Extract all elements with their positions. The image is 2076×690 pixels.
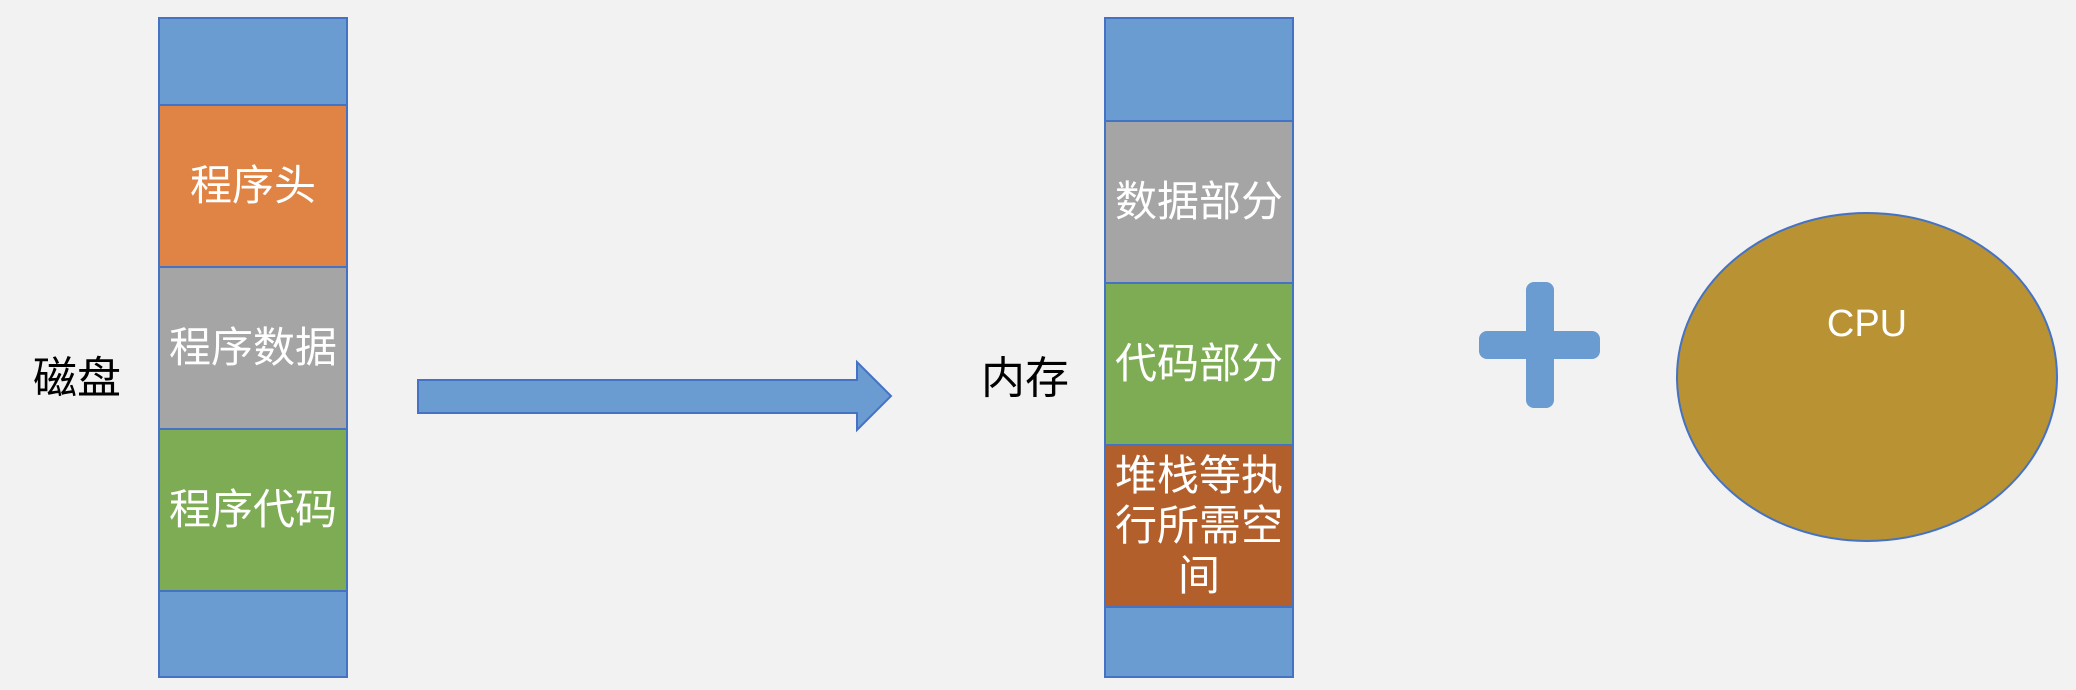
disk-segment-bottom [160,592,346,676]
memory-label: 内存 [981,353,1069,404]
disk-segment-data-text: 程序数据 [168,323,337,372]
memory-segment-data-text: 数据部分 [1114,177,1283,226]
disk-segment-header: 程序头 [160,106,346,268]
disk-segment-data: 程序数据 [160,268,346,430]
memory-segment-code: 代码部分 [1106,284,1292,446]
memory-column: 数据部分 代码部分 堆栈等执行所需空间 [1104,17,1294,678]
disk-segment-code: 程序代码 [160,430,346,592]
plus-icon [1479,282,1600,408]
memory-segment-bottom [1106,608,1292,676]
load-arrow-icon [417,359,893,433]
memory-segment-code-text: 代码部分 [1114,339,1283,388]
disk-column: 程序头 程序数据 程序代码 [158,17,348,678]
disk-segment-header-text: 程序头 [189,161,316,210]
disk-segment-code-text: 程序代码 [168,485,337,534]
disk-segment-top [160,19,346,106]
cpu-label: CPU [1826,302,1908,345]
memory-segment-top [1106,19,1292,122]
cpu-ellipse [1676,212,2058,542]
memory-segment-stack: 堆栈等执行所需空间 [1106,446,1292,608]
memory-segment-stack-text: 堆栈等执行所需空间 [1114,451,1283,600]
disk-label: 磁盘 [33,353,121,404]
memory-segment-data: 数据部分 [1106,122,1292,284]
